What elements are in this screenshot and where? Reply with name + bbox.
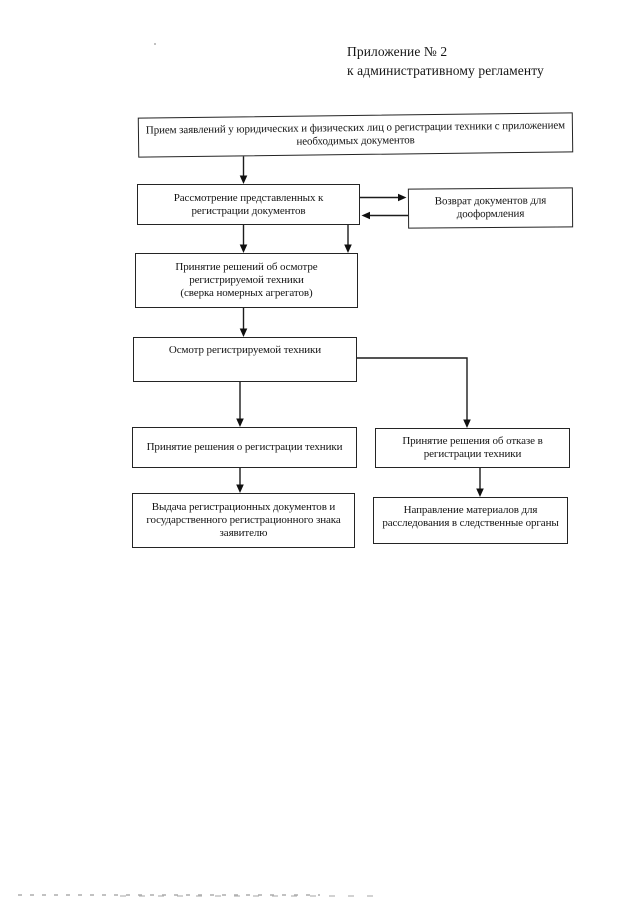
appendix-header-line2: к административному регламенту bbox=[347, 63, 544, 78]
connector-register-decision-to-issue-docs bbox=[236, 468, 244, 493]
flow-box-inspection-decision-label: Принятие решений об осмотре регистрируем… bbox=[175, 261, 318, 299]
connector-inspection-decision-to-inspection bbox=[239, 308, 248, 337]
appendix-header-line1: Приложение № 2 bbox=[347, 44, 448, 59]
flow-box-intake: Прием заявлений у юридических и физическ… bbox=[137, 112, 574, 158]
scan-artifact-dashes-overlay bbox=[120, 895, 376, 897]
connector-review-to-inspection-decision-left bbox=[239, 225, 248, 253]
flow-box-register-decision: Принятие решения о регистрации техники bbox=[132, 427, 357, 468]
connector-return-to-review bbox=[361, 211, 408, 220]
connector-inspection-to-register-decision bbox=[236, 382, 244, 427]
connector-refusal-decision-to-forward-materials bbox=[476, 468, 484, 497]
flow-box-inspection-decision: Принятие решений об осмотре регистрируем… bbox=[135, 253, 358, 308]
scan-speck-artifact bbox=[154, 43, 156, 45]
connector-review-to-inspection-decision-right bbox=[344, 225, 352, 253]
appendix-header: Приложение № 2 к административному регла… bbox=[347, 42, 544, 80]
flow-box-return-docs-label: Возврат документов для дооформления bbox=[434, 194, 547, 221]
flow-box-intake-label: Прием заявлений у юридических и физическ… bbox=[145, 119, 566, 148]
flow-box-review: Рассмотрение представленных к регистраци… bbox=[137, 184, 360, 225]
flow-box-issue-docs: Выдача регистрационных документов и госу… bbox=[132, 493, 355, 548]
flow-box-review-label: Рассмотрение представленных к регистраци… bbox=[173, 191, 324, 217]
connector-inspection-to-refusal-decision bbox=[357, 357, 471, 428]
scan-artifact-dashes bbox=[18, 894, 320, 896]
flow-box-forward-materials-label: Направление материалов для расследования… bbox=[382, 504, 559, 529]
flow-box-return-docs: Возврат документов для дооформления bbox=[407, 187, 574, 229]
connector-review-to-return bbox=[360, 193, 407, 202]
flow-box-refusal-decision-label: Принятие решения об отказе в регистрации… bbox=[402, 435, 543, 460]
flow-box-issue-docs-label: Выдача регистрационных документов и госу… bbox=[146, 501, 341, 539]
flow-box-register-decision-label: Принятие решения о регистрации техники bbox=[146, 441, 343, 453]
flow-box-inspection-label: Осмотр регистрируемой техники bbox=[168, 344, 322, 356]
flow-box-inspection: Осмотр регистрируемой техники bbox=[133, 337, 357, 382]
flow-box-refusal-decision: Принятие решения об отказе в регистрации… bbox=[375, 428, 570, 468]
flow-box-forward-materials: Направление материалов для расследования… bbox=[373, 497, 568, 544]
connector-intake-to-review bbox=[239, 155, 248, 184]
